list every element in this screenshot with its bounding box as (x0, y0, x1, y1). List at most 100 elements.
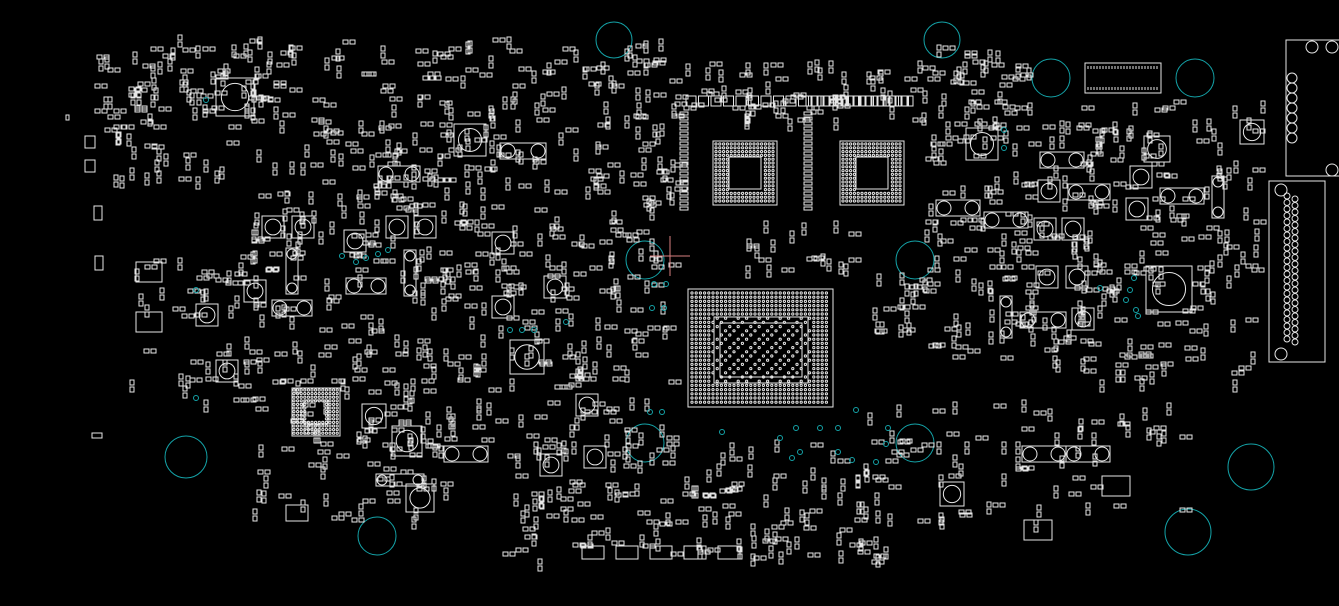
bga-ball (745, 358, 749, 362)
smd-pad (1112, 296, 1118, 303)
smd-pad (707, 547, 714, 553)
memory-ball-grid (841, 142, 902, 203)
gpu-bga-footprint[interactable] (687, 288, 834, 408)
bga-ball (744, 199, 749, 203)
smd-pad (253, 282, 259, 289)
smd-pad (565, 127, 572, 133)
smd-pad (891, 449, 898, 455)
bga-ball (707, 379, 711, 383)
smd-pad (195, 176, 201, 183)
smd-pad (156, 148, 162, 155)
smd-pad (641, 164, 647, 171)
smd-pad (892, 458, 899, 464)
smd-pad (185, 382, 191, 389)
bga-ball (752, 191, 756, 195)
smd-pad (364, 349, 371, 355)
smd-pad (539, 496, 545, 503)
smd-pad (581, 340, 587, 347)
smd-pad (258, 193, 265, 199)
bga-ball (296, 413, 300, 417)
via (835, 425, 841, 431)
bga-ball (894, 172, 898, 176)
smd-pad (519, 251, 526, 257)
smd-pad (336, 453, 343, 459)
smd-pad (356, 360, 362, 367)
top-right-ic[interactable] (1084, 62, 1162, 94)
bga-ball (749, 388, 753, 392)
bga-ball (890, 142, 895, 146)
bga-ball (736, 316, 740, 320)
bga-ball (741, 199, 745, 203)
bga-ball (763, 188, 768, 192)
bga-ball (845, 184, 849, 188)
memory-bga-right[interactable] (839, 140, 905, 206)
bga-ball (303, 388, 307, 392)
bga-ball (753, 341, 757, 345)
smd-pad (1036, 511, 1042, 518)
smd-pad (417, 101, 423, 108)
smd-pad (821, 477, 827, 484)
smd-pad (777, 62, 784, 68)
bga-ball (719, 291, 724, 295)
smd-pad (1238, 370, 1245, 376)
smd-pad (1004, 275, 1011, 281)
smd-pad (326, 139, 333, 145)
inductor-body (514, 344, 540, 370)
smd-pad (642, 331, 649, 337)
bga-ball (894, 195, 898, 199)
bga-ball (725, 150, 730, 154)
smd-pad (509, 48, 516, 54)
smd-pad (610, 466, 616, 473)
bga-ball (879, 199, 883, 203)
smd-pad (998, 62, 1005, 68)
memory-bga-left[interactable] (712, 140, 778, 206)
inductor-body (1038, 268, 1056, 286)
bga-ball (791, 295, 795, 299)
bga-ball (795, 400, 799, 404)
smd-pad (1091, 419, 1098, 425)
smd-pad (1150, 240, 1157, 246)
smd-pad (413, 273, 419, 280)
connector-pin (1283, 218, 1291, 226)
passive-component-pads[interactable] (65, 34, 1267, 572)
bga-ball (332, 420, 336, 424)
smd-pad (328, 294, 335, 300)
smd-pad (1054, 439, 1060, 446)
smd-pad (1145, 364, 1152, 370)
smd-pad (512, 83, 519, 89)
connector-pin (1291, 332, 1299, 339)
smd-pad (405, 419, 412, 425)
smd-pad (1066, 329, 1072, 336)
bga-ball (335, 388, 339, 392)
smd-pad (750, 523, 756, 530)
smd-pad (244, 103, 250, 110)
smd-pad (899, 279, 905, 286)
smd-pad (913, 290, 919, 297)
inductor-body (1128, 200, 1146, 218)
smd-pad (967, 348, 974, 354)
right-edge-connector-bottom[interactable] (1268, 180, 1326, 363)
bga-ball (890, 165, 895, 169)
right-edge-connector-top[interactable] (1285, 39, 1339, 177)
smd-pad (896, 411, 902, 418)
smd-pad (407, 196, 414, 202)
smd-pad (637, 172, 644, 178)
smd-pad (388, 123, 395, 129)
bga-ball (856, 150, 860, 154)
smd-pad (880, 553, 887, 559)
smd-pad (861, 517, 868, 523)
bga-ball (770, 325, 774, 329)
smd-pad (422, 176, 429, 182)
smd-pad (596, 343, 602, 350)
bga-ball (864, 153, 868, 157)
resistor-array (679, 166, 689, 171)
bga-ball (770, 383, 774, 387)
bga-ball (808, 358, 812, 362)
bga-ball (763, 195, 768, 199)
bga-ball (707, 400, 711, 404)
smd-pad (245, 383, 252, 389)
smd-pad (420, 438, 427, 444)
bga-ball (740, 362, 745, 366)
